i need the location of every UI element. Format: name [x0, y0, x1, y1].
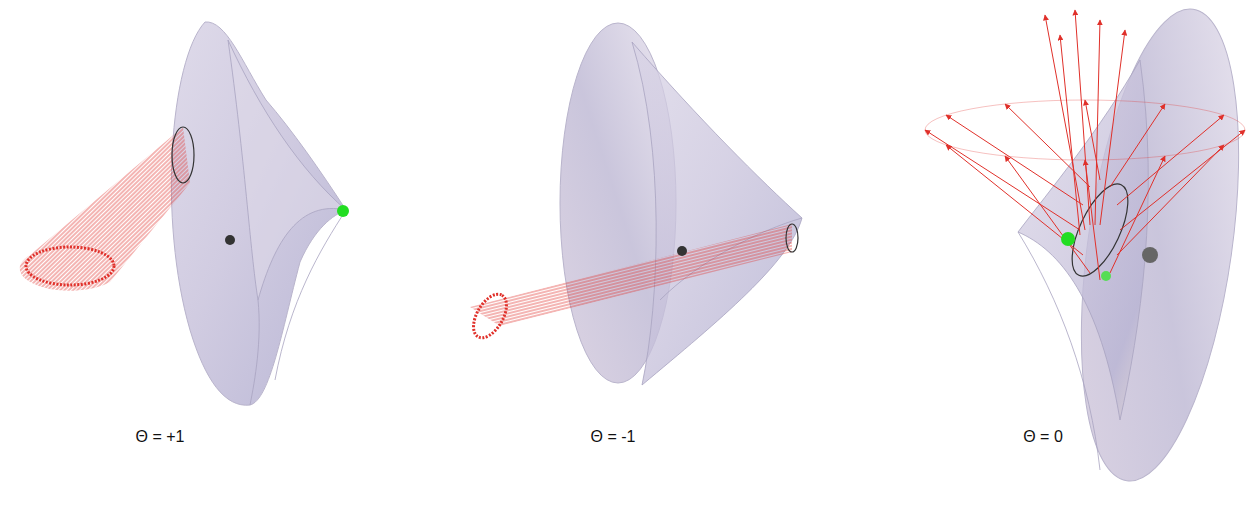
surface-theta-plus	[20, 22, 349, 405]
surface-theta-minus	[467, 23, 802, 385]
surface-theta-zero	[925, 0, 1257, 491]
theta-label: Θ = -1	[591, 428, 636, 446]
theta-label: Θ = 0	[1023, 428, 1063, 446]
theta-label: Θ = +1	[136, 428, 185, 446]
